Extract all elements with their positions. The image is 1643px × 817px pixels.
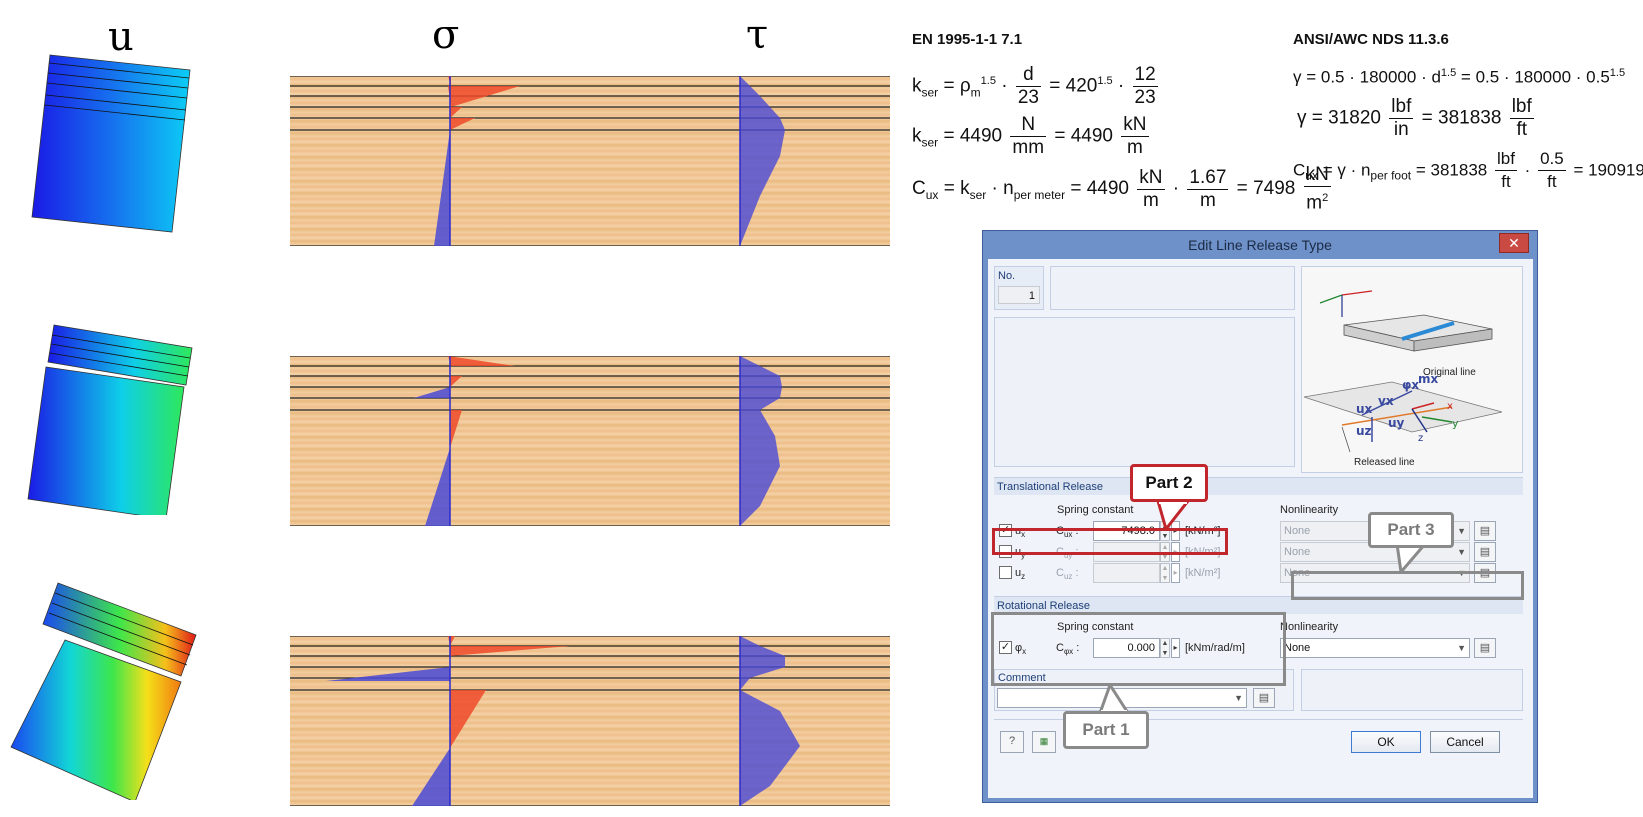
units-button[interactable]: ▦ <box>1032 731 1056 753</box>
release-diagram: φx mx ux vx uz uy x y z <box>1303 290 1503 453</box>
cux-label: Cux : <box>1056 525 1079 540</box>
chevron-down-icon: ▼ <box>1457 547 1466 557</box>
phix-checkbox[interactable]: ✓ <box>999 641 1012 654</box>
close-button[interactable]: ✕ <box>1499 233 1529 253</box>
svg-text:uz: uz <box>1356 424 1372 438</box>
cphix-input[interactable]: 0.000 <box>1093 638 1160 658</box>
phix-label: φx <box>1015 642 1027 657</box>
comment-preview-panel <box>1301 669 1523 711</box>
sigma-column-header: σ <box>432 12 460 58</box>
uy-nonlinearity-edit-button[interactable]: ▤ <box>1474 542 1496 562</box>
ux-nonlinearity-edit-button[interactable]: ▤ <box>1474 521 1496 541</box>
rot-spring-constant-label: Spring constant <box>1057 621 1134 633</box>
svg-text:mx: mx <box>1418 372 1439 386</box>
eurocode-title: EN 1995-1-1 7.1 <box>912 31 1023 48</box>
cphix-spinner[interactable]: ▲▼ <box>1160 638 1170 658</box>
svg-text:uy: uy <box>1388 416 1405 430</box>
chevron-down-icon: ▼ <box>1457 526 1466 536</box>
phix-nonlinearity-select[interactable]: None▼ <box>1280 638 1470 658</box>
help-icon: ? <box>1008 735 1016 747</box>
cuz-arrow-button[interactable]: ▸ <box>1171 563 1180 583</box>
part2-highlight <box>992 528 1228 555</box>
cphix-label: Cφx : <box>1056 642 1080 657</box>
help-button[interactable]: ? <box>1000 731 1024 753</box>
original-line-label: Original line <box>1423 367 1476 378</box>
cuz-unit: [kN/m²] <box>1185 567 1221 579</box>
cuz-input[interactable] <box>1093 563 1160 583</box>
no-field[interactable]: 1 <box>998 286 1040 304</box>
part3-highlight <box>1291 571 1524 600</box>
comment-label: Comment <box>998 672 1046 684</box>
released-line-label: Released line <box>1354 457 1415 468</box>
phix-nonlinearity-edit-button[interactable]: ▤ <box>1474 638 1496 658</box>
deformation-plot-2 <box>27 324 193 515</box>
release-diagram-panel: φx mx ux vx uz uy x y z Original line Re… <box>1301 266 1523 473</box>
cancel-button[interactable]: Cancel <box>1430 731 1500 753</box>
bottom-divider <box>994 719 1523 720</box>
number-panel: No. 1 <box>994 266 1044 310</box>
stress-plot-3 <box>290 636 890 806</box>
cphix-unit: [kNm/rad/m] <box>1185 642 1245 654</box>
ok-button[interactable]: OK <box>1351 731 1421 753</box>
part3-callout-pointer <box>1395 544 1427 574</box>
comment-library-button[interactable]: ▤ <box>1253 688 1275 708</box>
deformation-plot-3 <box>10 582 197 800</box>
dialog-title: Edit Line Release Type <box>1188 237 1332 253</box>
spring-constant-label: Spring constant <box>1057 504 1134 516</box>
ansi-title: ANSI/AWC NDS 11.3.6 <box>1293 31 1449 48</box>
chevron-down-icon: ▼ <box>1457 643 1466 653</box>
svg-text:z: z <box>1418 433 1423 444</box>
ux-label: ux <box>1015 525 1026 540</box>
uz-label: uz <box>1015 567 1026 582</box>
nonlinearity-label: Nonlinearity <box>1280 504 1339 516</box>
svg-text:x: x <box>1447 401 1453 412</box>
deformation-plot-1 <box>31 54 191 233</box>
stress-plot-2 <box>290 356 890 526</box>
part2-callout-pointer <box>1156 501 1190 531</box>
calculator-icon: ▦ <box>1039 736 1049 746</box>
svg-text:y: y <box>1452 417 1459 430</box>
edit-line-release-dialog: Edit Line Release Type ✕ No. 1 <box>982 230 1538 803</box>
u-column-header: u <box>108 14 134 60</box>
svg-text:ux: ux <box>1356 402 1373 416</box>
part1-highlight <box>991 612 1286 686</box>
translational-release-header: Translational Release <box>994 477 1523 495</box>
description-panel <box>1050 266 1295 310</box>
chevron-down-icon: ▼ <box>1234 693 1243 703</box>
cuz-label: Cuz : <box>1056 567 1079 582</box>
ansi-formula-1: γ = 0.5 · 180000 · d1.5 = 0.5 · 180000 ·… <box>1293 67 1626 87</box>
part3-callout: Part 3 <box>1368 512 1454 548</box>
rot-nonlinearity-label: Nonlinearity <box>1280 621 1339 633</box>
uz-checkbox[interactable] <box>999 566 1012 579</box>
cuz-spinner[interactable]: ▲▼ <box>1160 563 1170 583</box>
cphix-arrow-button[interactable]: ▸ <box>1171 638 1180 658</box>
svg-text:vx: vx <box>1378 394 1394 408</box>
part1-callout: Part 1 <box>1063 711 1149 749</box>
part2-callout: Part 2 <box>1130 464 1208 502</box>
svg-text:φx: φx <box>1402 378 1419 392</box>
close-icon: ✕ <box>1508 235 1520 251</box>
comment-panel: Comment ▼ ▤ <box>994 669 1294 711</box>
tau-column-header: τ <box>746 12 769 58</box>
stress-plot-1 <box>290 76 890 246</box>
no-label: No. <box>998 270 1016 282</box>
empty-panel <box>994 317 1295 467</box>
rotational-release-header: Rotational Release <box>994 596 1523 614</box>
